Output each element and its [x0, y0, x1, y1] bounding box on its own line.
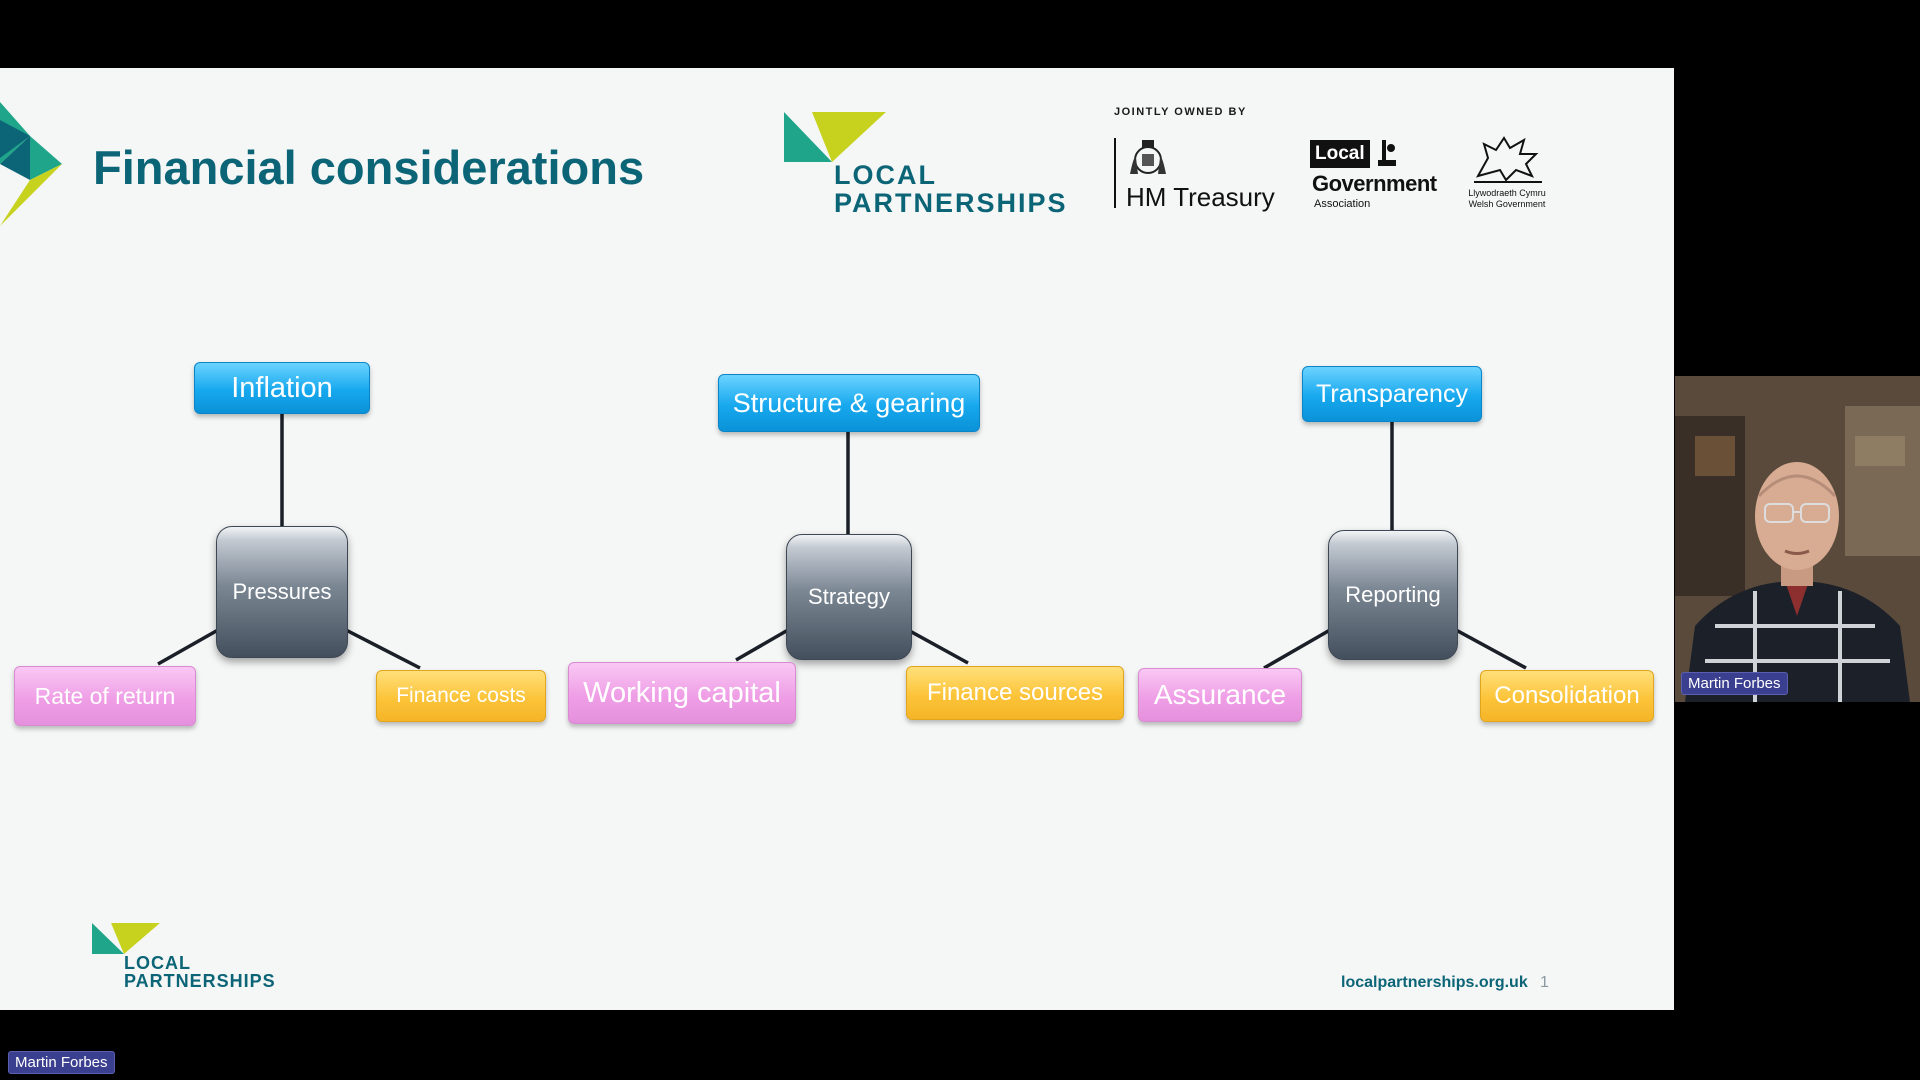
local-partnerships-logo-icon: [784, 112, 886, 162]
diagram-connectors: [157, 413, 1527, 670]
logo-bottom-text: LOCAL PARTNERSHIPS: [124, 954, 276, 991]
footer-url: localpartnerships.org.uk: [1341, 974, 1528, 991]
welsh-gov-line1: Llywodraeth Cymru: [1468, 188, 1546, 198]
hm-treasury-text: HM Treasury: [1126, 182, 1275, 212]
node-transparency: Transparency: [1302, 366, 1482, 422]
welsh-dragon-icon: [1474, 136, 1542, 183]
jointly-owned-label: JOINTLY OWNED BY: [1114, 106, 1247, 118]
participant-video-feed: [1675, 376, 1920, 702]
node-working-capital: Working capital: [568, 662, 796, 724]
lga-government-text: Government: [1312, 171, 1437, 196]
video-name-tag: Martin Forbes: [1681, 672, 1788, 695]
logo-top-line1: LOCAL: [834, 160, 937, 190]
hub-strategy: Strategy: [786, 534, 912, 660]
welsh-gov-line2: Welsh Government: [1468, 199, 1546, 209]
node-structure-gearing: Structure & gearing: [718, 374, 980, 432]
page-number: 1: [1540, 974, 1549, 991]
node-assurance: Assurance: [1138, 668, 1302, 722]
logo-bottom-line2: PARTNERSHIPS: [124, 971, 276, 992]
lga-local-text: Local: [1310, 140, 1370, 168]
hub-pressures: Pressures: [216, 526, 348, 658]
node-rate-of-return: Rate of return: [14, 666, 196, 726]
lga-association-text: Association: [1314, 198, 1371, 210]
node-inflation: Inflation: [194, 362, 370, 414]
local-partnerships-logo-bottom-icon: [92, 923, 160, 954]
node-finance-costs: Finance costs: [376, 670, 546, 722]
presentation-slide: Financial considerations LOCAL PARTNERSH…: [0, 68, 1674, 1010]
hub-reporting: Reporting: [1328, 530, 1458, 660]
node-finance-sources: Finance sources: [906, 666, 1124, 720]
participant-video-tile[interactable]: Martin Forbes: [1675, 376, 1920, 702]
hm-treasury-divider: [1114, 138, 1116, 208]
node-consolidation: Consolidation: [1480, 670, 1654, 722]
speaker-name-tag: Martin Forbes: [8, 1051, 115, 1074]
logo-bottom-line1: LOCAL: [124, 953, 191, 973]
slide-title: Financial considerations: [93, 141, 645, 194]
lga-figure-icon: [1378, 140, 1396, 166]
brand-triangles-icon: [0, 102, 62, 226]
logo-top-line2: PARTNERSHIPS: [834, 187, 1068, 218]
welsh-government-text: Llywodraeth Cymru Welsh Government: [1466, 188, 1548, 210]
logo-top-text: LOCAL PARTNERSHIPS: [834, 160, 1068, 218]
royal-crest-icon: [1130, 140, 1166, 174]
